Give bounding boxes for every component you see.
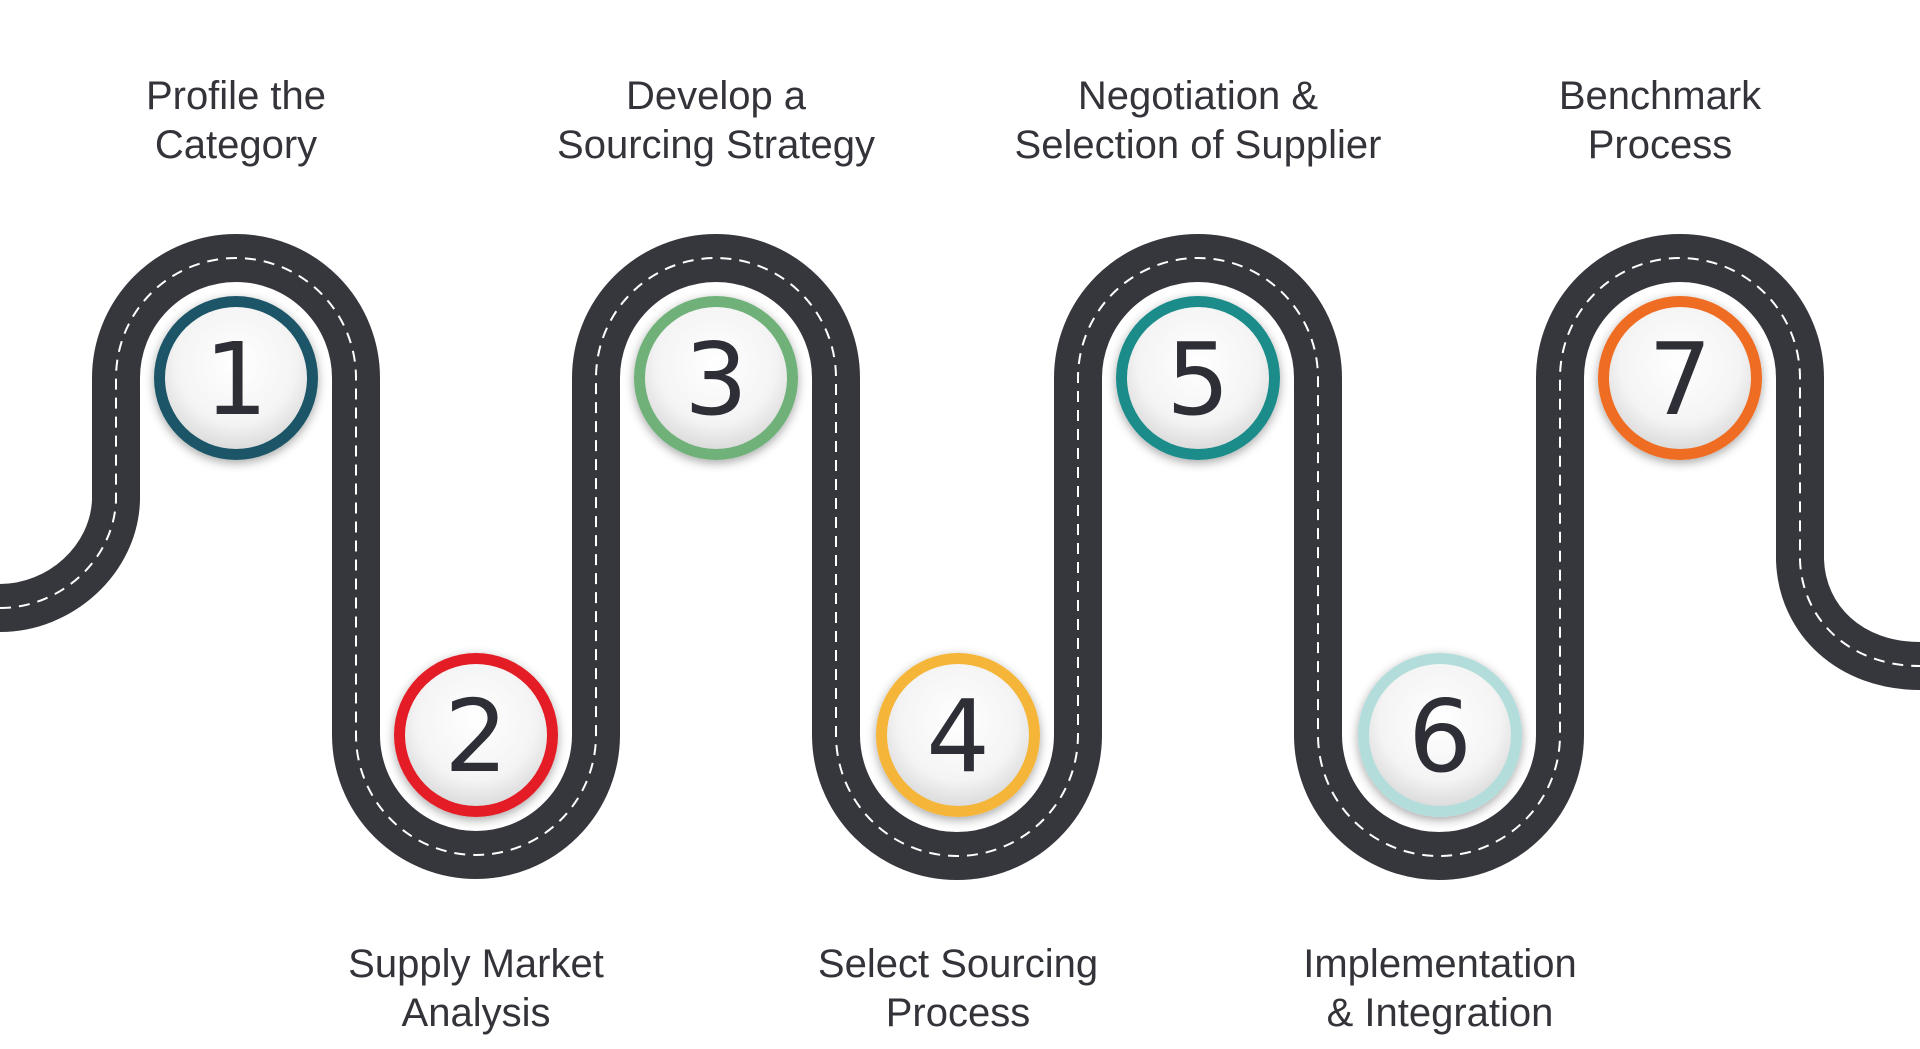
- step-6-label-line-1: Implementation: [1303, 942, 1577, 986]
- step-1-label: Profile the Category: [0, 72, 496, 170]
- step-7-label: Benchmark Process: [1400, 72, 1920, 170]
- step-5-label-line-2: Selection of Supplier: [1014, 123, 1382, 167]
- step-2-marker: 2: [394, 653, 558, 817]
- step-2-label-line-2: Analysis: [401, 991, 551, 1035]
- step-3-number: 3: [684, 321, 748, 438]
- step-3-label-line-1: Develop a: [625, 74, 807, 118]
- step-4-number: 4: [926, 678, 990, 795]
- step-3-label: Develop a Sourcing Strategy: [456, 72, 976, 170]
- step-2-disc: [405, 664, 547, 806]
- step-6-disc: [1369, 664, 1511, 806]
- step-7-marker: 7: [1598, 296, 1762, 460]
- step-markers: 1 2 3 4 5 6 7: [154, 296, 1762, 817]
- step-3-label-line-2: Sourcing Strategy: [557, 123, 875, 167]
- step-7-label-line-1: Benchmark: [1558, 74, 1762, 118]
- step-2-label-line-1: Supply Market: [348, 942, 604, 986]
- step-1-number: 1: [204, 321, 268, 438]
- step-4-marker: 4: [876, 653, 1040, 817]
- step-2-number: 2: [444, 678, 508, 795]
- step-4-disc: [887, 664, 1029, 806]
- step-3-disc: [645, 307, 787, 449]
- step-7-number: 7: [1648, 321, 1712, 438]
- step-1-label-line-2: Category: [154, 123, 318, 167]
- step-2-label: Supply Market Analysis: [216, 940, 736, 1038]
- step-6-label-line-2: & Integration: [1326, 991, 1554, 1035]
- step-4-label-line-1: Select Sourcing: [817, 942, 1099, 986]
- step-6-marker: 6: [1358, 653, 1522, 817]
- step-5-number: 5: [1166, 321, 1230, 438]
- step-4-label: Select Sourcing Process: [698, 940, 1218, 1038]
- step-1-marker: 1: [154, 296, 318, 460]
- step-1-label-line-1: Profile the: [145, 74, 327, 118]
- step-6-number: 6: [1408, 678, 1472, 795]
- step-5-disc: [1127, 307, 1269, 449]
- road-lane-marking: [0, 257, 1920, 857]
- step-7-disc: [1609, 307, 1751, 449]
- step-5-label: Negotiation & Selection of Supplier: [938, 72, 1458, 170]
- step-3-marker: 3: [634, 296, 798, 460]
- step-1-disc: [165, 307, 307, 449]
- step-5-marker: 5: [1116, 296, 1280, 460]
- step-4-label-line-2: Process: [885, 991, 1031, 1035]
- step-7-label-line-2: Process: [1587, 123, 1733, 167]
- step-5-label-line-1: Negotiation &: [1077, 74, 1319, 118]
- step-6-label: Implementation & Integration: [1180, 940, 1700, 1038]
